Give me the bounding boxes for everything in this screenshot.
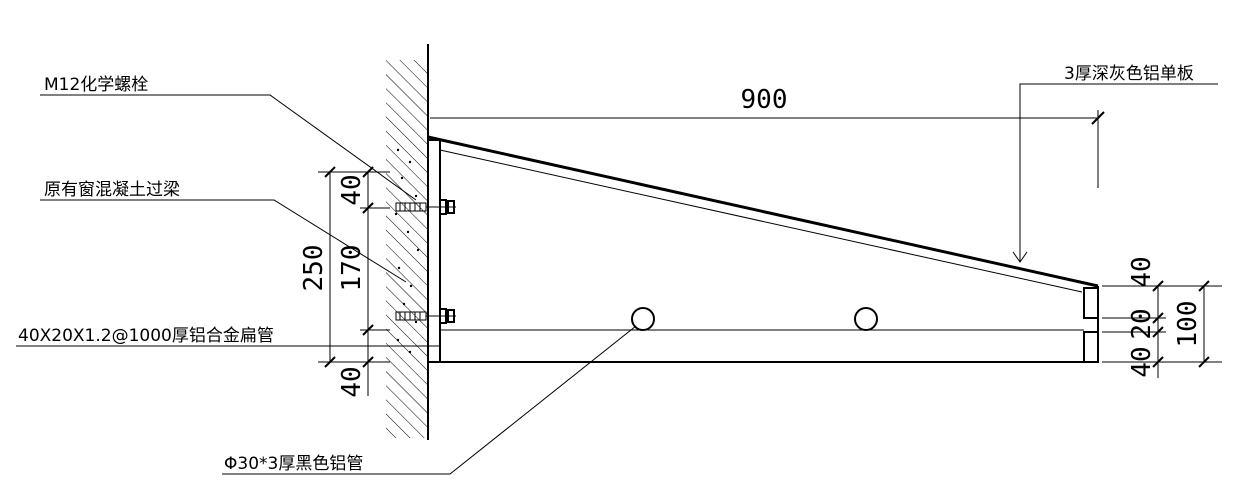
label-aluminum-panel: 3厚深灰色铝单板	[1064, 64, 1194, 84]
label-flat-tube: 40X20X1.2@1000厚铝合金扁管	[18, 326, 274, 346]
panel-inner-line	[439, 149, 1083, 293]
dim-left-bottom: 40	[337, 366, 367, 397]
wall-hatch	[386, 60, 428, 438]
aluminum-panel-top	[427, 135, 1099, 288]
dimension-left: 250 40 170 40	[299, 166, 390, 398]
dim-right-bottom: 40	[1127, 346, 1157, 377]
bolt-lower	[395, 308, 456, 324]
wall-bracket-plate	[427, 139, 441, 363]
dim-overall-length: 900	[741, 85, 788, 115]
leader-panel	[1019, 83, 1218, 262]
label-concrete-lintel: 原有窗混凝土过梁	[44, 180, 180, 200]
leader-panel-arrow	[1012, 251, 1028, 263]
dim-right-top: 40	[1127, 256, 1157, 287]
end-tube-bottom	[1083, 331, 1099, 363]
annotations: M12化学螺栓 原有窗混凝土过梁 40X20X1.2@1000厚铝合金扁管 Φ3…	[18, 64, 1194, 474]
leader-round-tube	[222, 325, 637, 475]
round-tube-1	[631, 307, 655, 331]
bolt-upper	[395, 199, 456, 215]
dim-left-middle: 170	[337, 245, 367, 292]
canopy-body	[427, 135, 1099, 363]
concrete-dots	[394, 148, 420, 354]
existing-wall	[386, 44, 429, 440]
end-tube-top	[1083, 287, 1099, 319]
leader-lintel	[40, 199, 407, 283]
dimension-right: 40 20 40 100	[1102, 256, 1222, 378]
dim-left-total: 250	[299, 245, 329, 292]
label-round-tube: Φ30*3厚黑色铝管	[224, 454, 363, 474]
dim-right-middle: 20	[1127, 308, 1157, 339]
dimension-top: 900	[430, 85, 1105, 188]
leader-bolt	[40, 94, 417, 201]
dim-tick-900	[1091, 111, 1105, 125]
dim-right-total: 100	[1173, 301, 1203, 348]
round-tube-2	[854, 307, 878, 331]
leader-lines	[16, 83, 1218, 475]
label-chemical-bolt: M12化学螺栓	[44, 75, 148, 95]
chemical-bolts	[395, 199, 456, 324]
dim-left-top: 40	[337, 174, 367, 205]
